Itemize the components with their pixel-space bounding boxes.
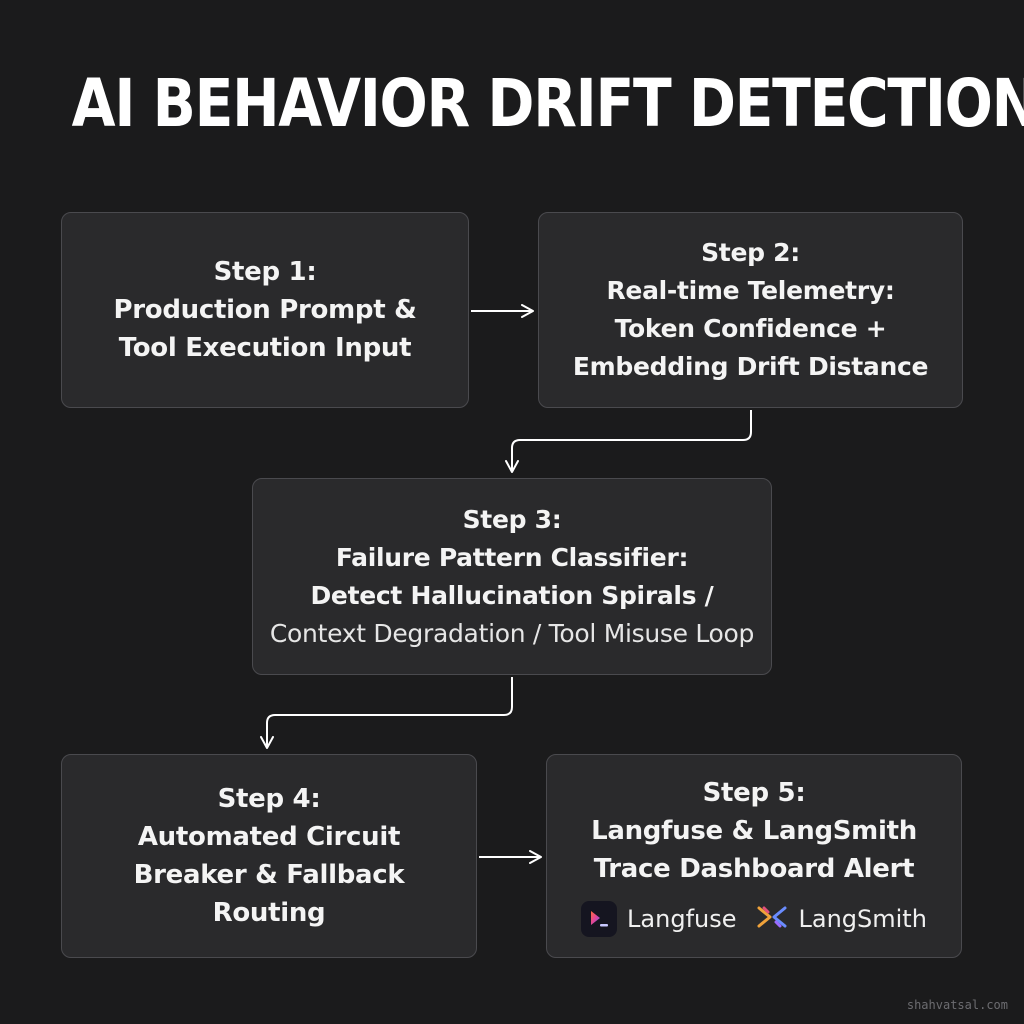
step-5-line-2: Trace Dashboard Alert	[593, 854, 915, 884]
brand-logos: Langfuse LangSmith	[581, 900, 927, 938]
langsmith-brand: LangSmith	[755, 900, 927, 938]
langfuse-brand: Langfuse	[581, 901, 737, 937]
arrow-step2-to-step3	[505, 410, 752, 473]
step-4-line-3: Routing	[212, 898, 326, 928]
step-1-box: Step 1: Production Prompt & Tool Executi…	[61, 212, 469, 408]
langsmith-logo-icon	[755, 900, 789, 938]
step-2-line-3: Embedding Drift Distance	[572, 352, 929, 381]
step-1-line-1: Production Prompt &	[113, 295, 417, 325]
langsmith-name: LangSmith	[798, 905, 927, 933]
step-4-line-2: Breaker & Fallback	[133, 860, 405, 890]
step-2-line-1: Real-time Telemetry:	[606, 276, 895, 305]
step-3-label: Step 3:	[462, 504, 562, 534]
langfuse-logo-icon	[581, 901, 618, 937]
step-3-box: Step 3: Failure Pattern Classifier: Dete…	[252, 478, 772, 675]
langfuse-name: Langfuse	[627, 905, 737, 933]
step-2-line-2: Token Confidence +	[614, 314, 887, 343]
step-3-detail: Context Degradation / Tool Misuse Loop	[269, 618, 755, 648]
watermark: shahvatsal.com	[906, 998, 1008, 1012]
step-5-line-1: Langfuse & LangSmith	[591, 816, 917, 846]
arrow-step3-to-step4	[260, 677, 513, 749]
step-1-label: Step 1:	[213, 257, 317, 287]
step-3-line-1: Failure Pattern Classifier:	[335, 542, 689, 572]
step-4-line-1: Automated Circuit	[137, 822, 401, 852]
step-5-box: Step 5: Langfuse & LangSmith Trace Dashb…	[546, 754, 962, 958]
step-2-box: Step 2: Real-time Telemetry: Token Confi…	[538, 212, 963, 408]
step-2-label: Step 2:	[701, 238, 800, 267]
step-1-line-2: Tool Execution Input	[118, 333, 412, 363]
step-5-label: Step 5:	[702, 778, 806, 808]
step-4-label: Step 4:	[217, 784, 321, 814]
diagram-title: AI BEHAVIOR DRIFT DETECTION	[71, 65, 1024, 142]
step-3-line-2: Detect Hallucination Spirals /	[310, 580, 714, 610]
step-4-box: Step 4: Automated Circuit Breaker & Fall…	[61, 754, 477, 958]
